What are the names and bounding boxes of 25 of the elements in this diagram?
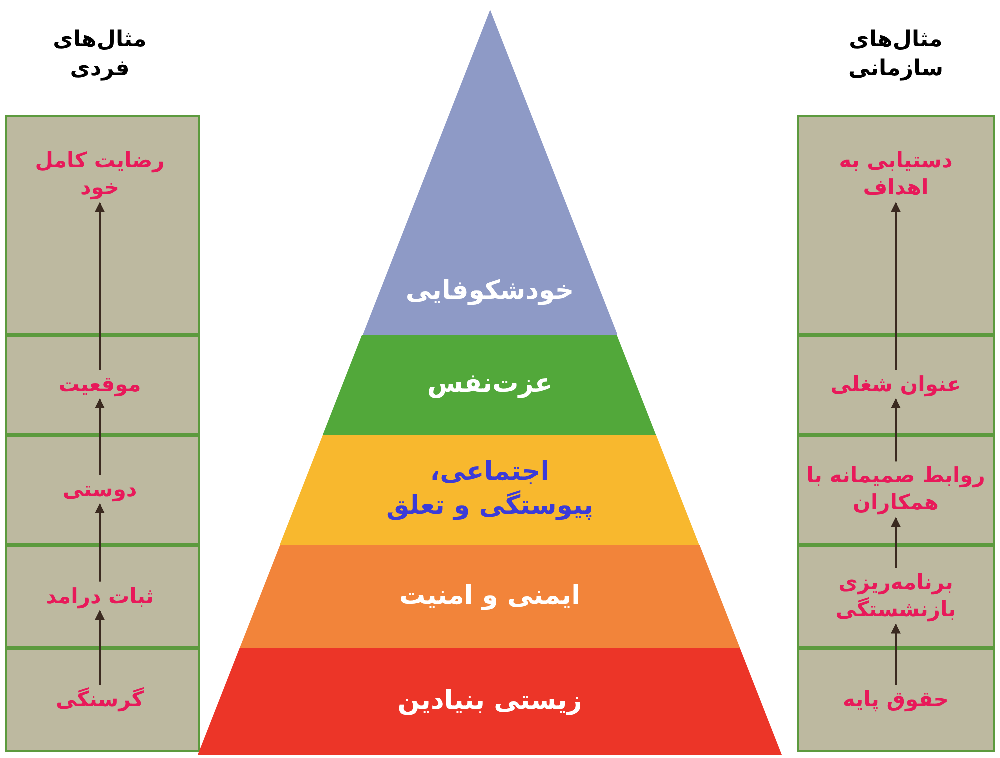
tier-label: عزت‌نفس xyxy=(427,368,553,402)
example-label: موقعیت xyxy=(58,371,142,399)
example-label: روابط صمیمانه با همکاران xyxy=(804,462,988,518)
example-label: دوستی xyxy=(62,476,138,504)
example-label: رضایت کامل خود xyxy=(15,148,185,202)
tier-label: اجتماعی، پیوستگی و تعلق xyxy=(385,456,594,523)
tier-label: ایمنی و امنیت xyxy=(399,580,581,613)
tier-label: خودشکوفایی xyxy=(406,275,574,308)
column-heading: مثال‌های سازمانی xyxy=(848,26,944,83)
example-label: دستیابی به اهداف xyxy=(826,148,966,202)
arrow xyxy=(891,624,901,686)
example-label: حقوق پایه xyxy=(843,686,949,714)
tier-label: زیستی بنیادین xyxy=(398,684,582,718)
arrow xyxy=(95,504,105,582)
column-heading: مثال‌های فردی xyxy=(52,26,148,83)
example-label: گرسنگی xyxy=(56,686,144,714)
arrow xyxy=(95,610,105,686)
example-label: ثبات درامد xyxy=(46,582,154,610)
example-label: عنوان شغلی xyxy=(830,371,962,399)
arrow xyxy=(891,517,901,568)
arrow xyxy=(95,202,105,370)
arrow xyxy=(891,398,901,462)
arrow xyxy=(95,398,105,476)
arrow xyxy=(891,202,901,370)
example-label: برنامه‌ریزی بازنشستگی xyxy=(821,569,971,624)
